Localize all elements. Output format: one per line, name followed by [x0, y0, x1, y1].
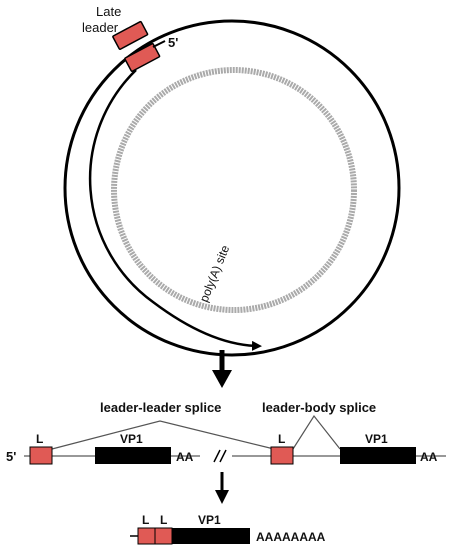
leader-2-label: L — [278, 432, 285, 446]
five-prime-tick — [152, 40, 166, 48]
leader-1-label: L — [36, 432, 43, 446]
break-mark-2 — [219, 449, 227, 463]
final-vp1-exon — [172, 528, 250, 544]
late-transcript-arc — [88, 69, 262, 351]
leader-leader-splice-label: leader-leader splice — [100, 400, 221, 415]
final-vp1-label: VP1 — [198, 513, 221, 527]
late-leader-label-line2: leader — [82, 20, 119, 35]
final-leader-1-label: L — [142, 513, 149, 527]
late-leader-box-outer — [112, 20, 149, 50]
five-prime-top-label: 5' — [168, 35, 178, 50]
final-polya-label: AAAAAAAA — [256, 530, 326, 544]
vp1-exon-1 — [95, 447, 171, 464]
leader-body-splice-line — [292, 414, 341, 450]
final-leader-2-label: L — [160, 513, 167, 527]
vp1-1-label: VP1 — [120, 432, 143, 446]
leader-exon-1 — [29, 446, 53, 465]
down-arrow-2-head — [215, 490, 229, 504]
final-leader-1 — [137, 527, 156, 545]
five-prime-bottom-label: 5' — [6, 449, 16, 464]
down-arrow-1-head — [212, 370, 232, 388]
vp1-exon-2 — [340, 447, 416, 464]
leader-leader-splice-line — [51, 420, 275, 450]
late-leader-box-inner — [124, 42, 161, 72]
aa-2-label: AA — [420, 450, 438, 464]
poly-a-site-label: poly(A) site — [197, 243, 233, 304]
viral-genome-circle — [111, 67, 357, 313]
break-mark-1 — [213, 449, 221, 463]
outer-strand-circle — [63, 19, 401, 357]
late-leader-label-line1: Late — [96, 4, 121, 19]
aa-1-label: AA — [176, 450, 194, 464]
leader-exon-2 — [270, 446, 294, 465]
leader-body-splice-label: leader-body splice — [262, 400, 376, 415]
final-leader-2 — [154, 527, 173, 545]
vp1-2-label: VP1 — [365, 432, 388, 446]
